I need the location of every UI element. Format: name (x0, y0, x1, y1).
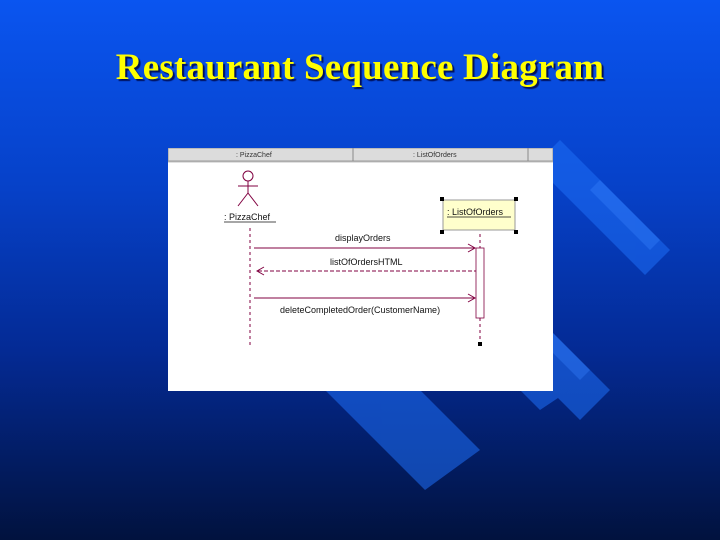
message-1-label[interactable]: displayOrders (335, 233, 391, 243)
object-box[interactable] (442, 199, 516, 231)
header-column-listoforders[interactable]: : ListOfOrders (413, 152, 457, 159)
activation-bar (475, 247, 485, 319)
header-bar (168, 148, 553, 162)
header-column-pizzachef[interactable]: : PizzaChef (236, 152, 272, 159)
actor-icon[interactable] (237, 170, 259, 207)
sequence-diagram: : PizzaChef : ListOfOrders : PizzaChef :… (168, 148, 553, 391)
message-2-label[interactable]: listOfOrdersHTML (330, 257, 403, 267)
deco-diamond-1 (535, 140, 670, 275)
message-3-label[interactable]: deleteCompletedOrder(CustomerName) (280, 305, 440, 315)
object-label: : ListOfOrders (447, 207, 504, 217)
actor-label[interactable]: : PizzaChef (224, 212, 271, 222)
selection-handles[interactable] (440, 197, 518, 234)
slide-title: Restaurant Sequence Diagram (115, 47, 605, 88)
lifeline-end-marker (478, 342, 482, 346)
